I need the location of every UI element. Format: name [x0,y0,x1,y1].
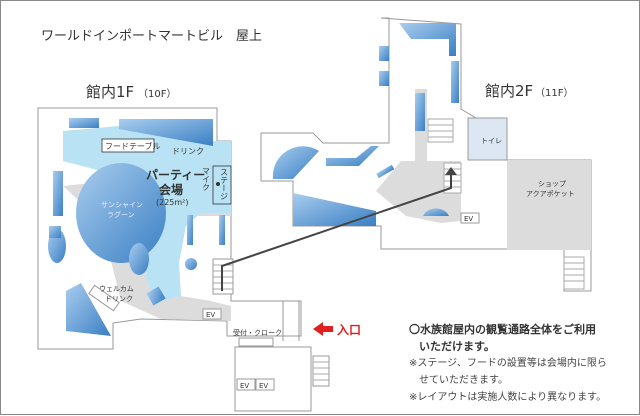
floor1-label: 館内1F （10F） [86,83,176,101]
svg-text:EV: EV [464,215,473,223]
tank [451,61,459,103]
wall [282,301,300,341]
tank [379,46,389,61]
reception-label: 受付・クローク [233,328,282,337]
stairs-2f [427,118,585,290]
tank [185,258,197,270]
svg-text:ウェルカム: ウェルカム [99,285,134,293]
svg-text:サンシャイン: サンシャイン [101,201,143,209]
tank [187,215,193,245]
corridor-gray-2f [376,89,461,223]
entrance-arrow-icon [313,322,333,336]
svg-text:アクアポケット: アクアポケット [526,190,575,198]
stairs-entrance [312,355,330,387]
svg-text:館内1F: 館内1F [86,83,134,101]
elevator [255,378,275,391]
note-main: 〇水族館屋内の観覧通路全体をご利用 [409,323,596,336]
up-arrow-icon [445,167,457,175]
svg-text:ドリンク: ドリンク [105,295,133,303]
mic-label: マイク [202,167,211,191]
elevator [460,212,480,224]
sunshine-lagoon-tank [76,163,166,263]
tank [146,286,166,306]
tank [219,215,225,245]
svg-text:フードテーブル: フードテーブル [105,141,161,151]
shop-aqua-pocket [507,160,591,250]
tank [49,226,61,238]
svg-text:（11F）: （11F） [535,87,573,99]
svg-text:ショップ: ショップ [538,180,566,188]
tank [272,146,319,179]
drink-label: ドリンク [172,147,204,156]
tank [129,243,149,275]
svg-text:(225m²): (225m²) [156,198,189,207]
party-venue-title: パーティー [146,168,205,182]
tank [326,146,379,166]
tank [66,283,111,336]
svg-text:ラグーン: ラグーン [107,210,135,219]
svg-text:（10F）: （10F） [138,88,176,100]
svg-text:EV: EV [259,382,268,390]
svg-text:ステージ: ステージ [220,168,229,200]
stage [212,165,232,205]
elevator [236,378,256,391]
mic-icon [216,182,220,186]
elevator [202,308,222,320]
note-stage: ※ステージ、フードの設置等は会場内に限ら [409,358,607,369]
reception-counter [238,337,274,347]
tank [379,71,389,86]
food-table [101,138,155,153]
note-layout: ※レイアウトは実施人数により異なります。 [409,392,607,403]
entrance-label: 入口 [337,323,361,337]
toilet-label: トイレ [481,137,502,145]
svg-text:EV: EV [240,382,249,390]
tank [69,118,99,128]
notes: 〇水族館屋内の観覧通路全体をご利用 いただけます。 ※ステージ、フードの設置等は… [409,321,607,406]
tank [399,23,456,56]
svg-text:館内2F: 館内2F [485,82,533,100]
tank [415,93,425,131]
page-title: ワールドインポートマートビル 屋上 [41,29,262,44]
route-line [221,173,452,291]
tank [423,208,449,216]
tank [293,193,376,226]
tank [53,171,63,216]
welcome-drink-table [88,284,120,312]
toilet [467,117,508,161]
tank [376,164,395,179]
svg-text:EV: EV [206,311,215,319]
tank [119,119,213,146]
svg-text:会場: 会場 [159,182,183,197]
floor2-label: 館内2F （11F） [485,82,573,100]
